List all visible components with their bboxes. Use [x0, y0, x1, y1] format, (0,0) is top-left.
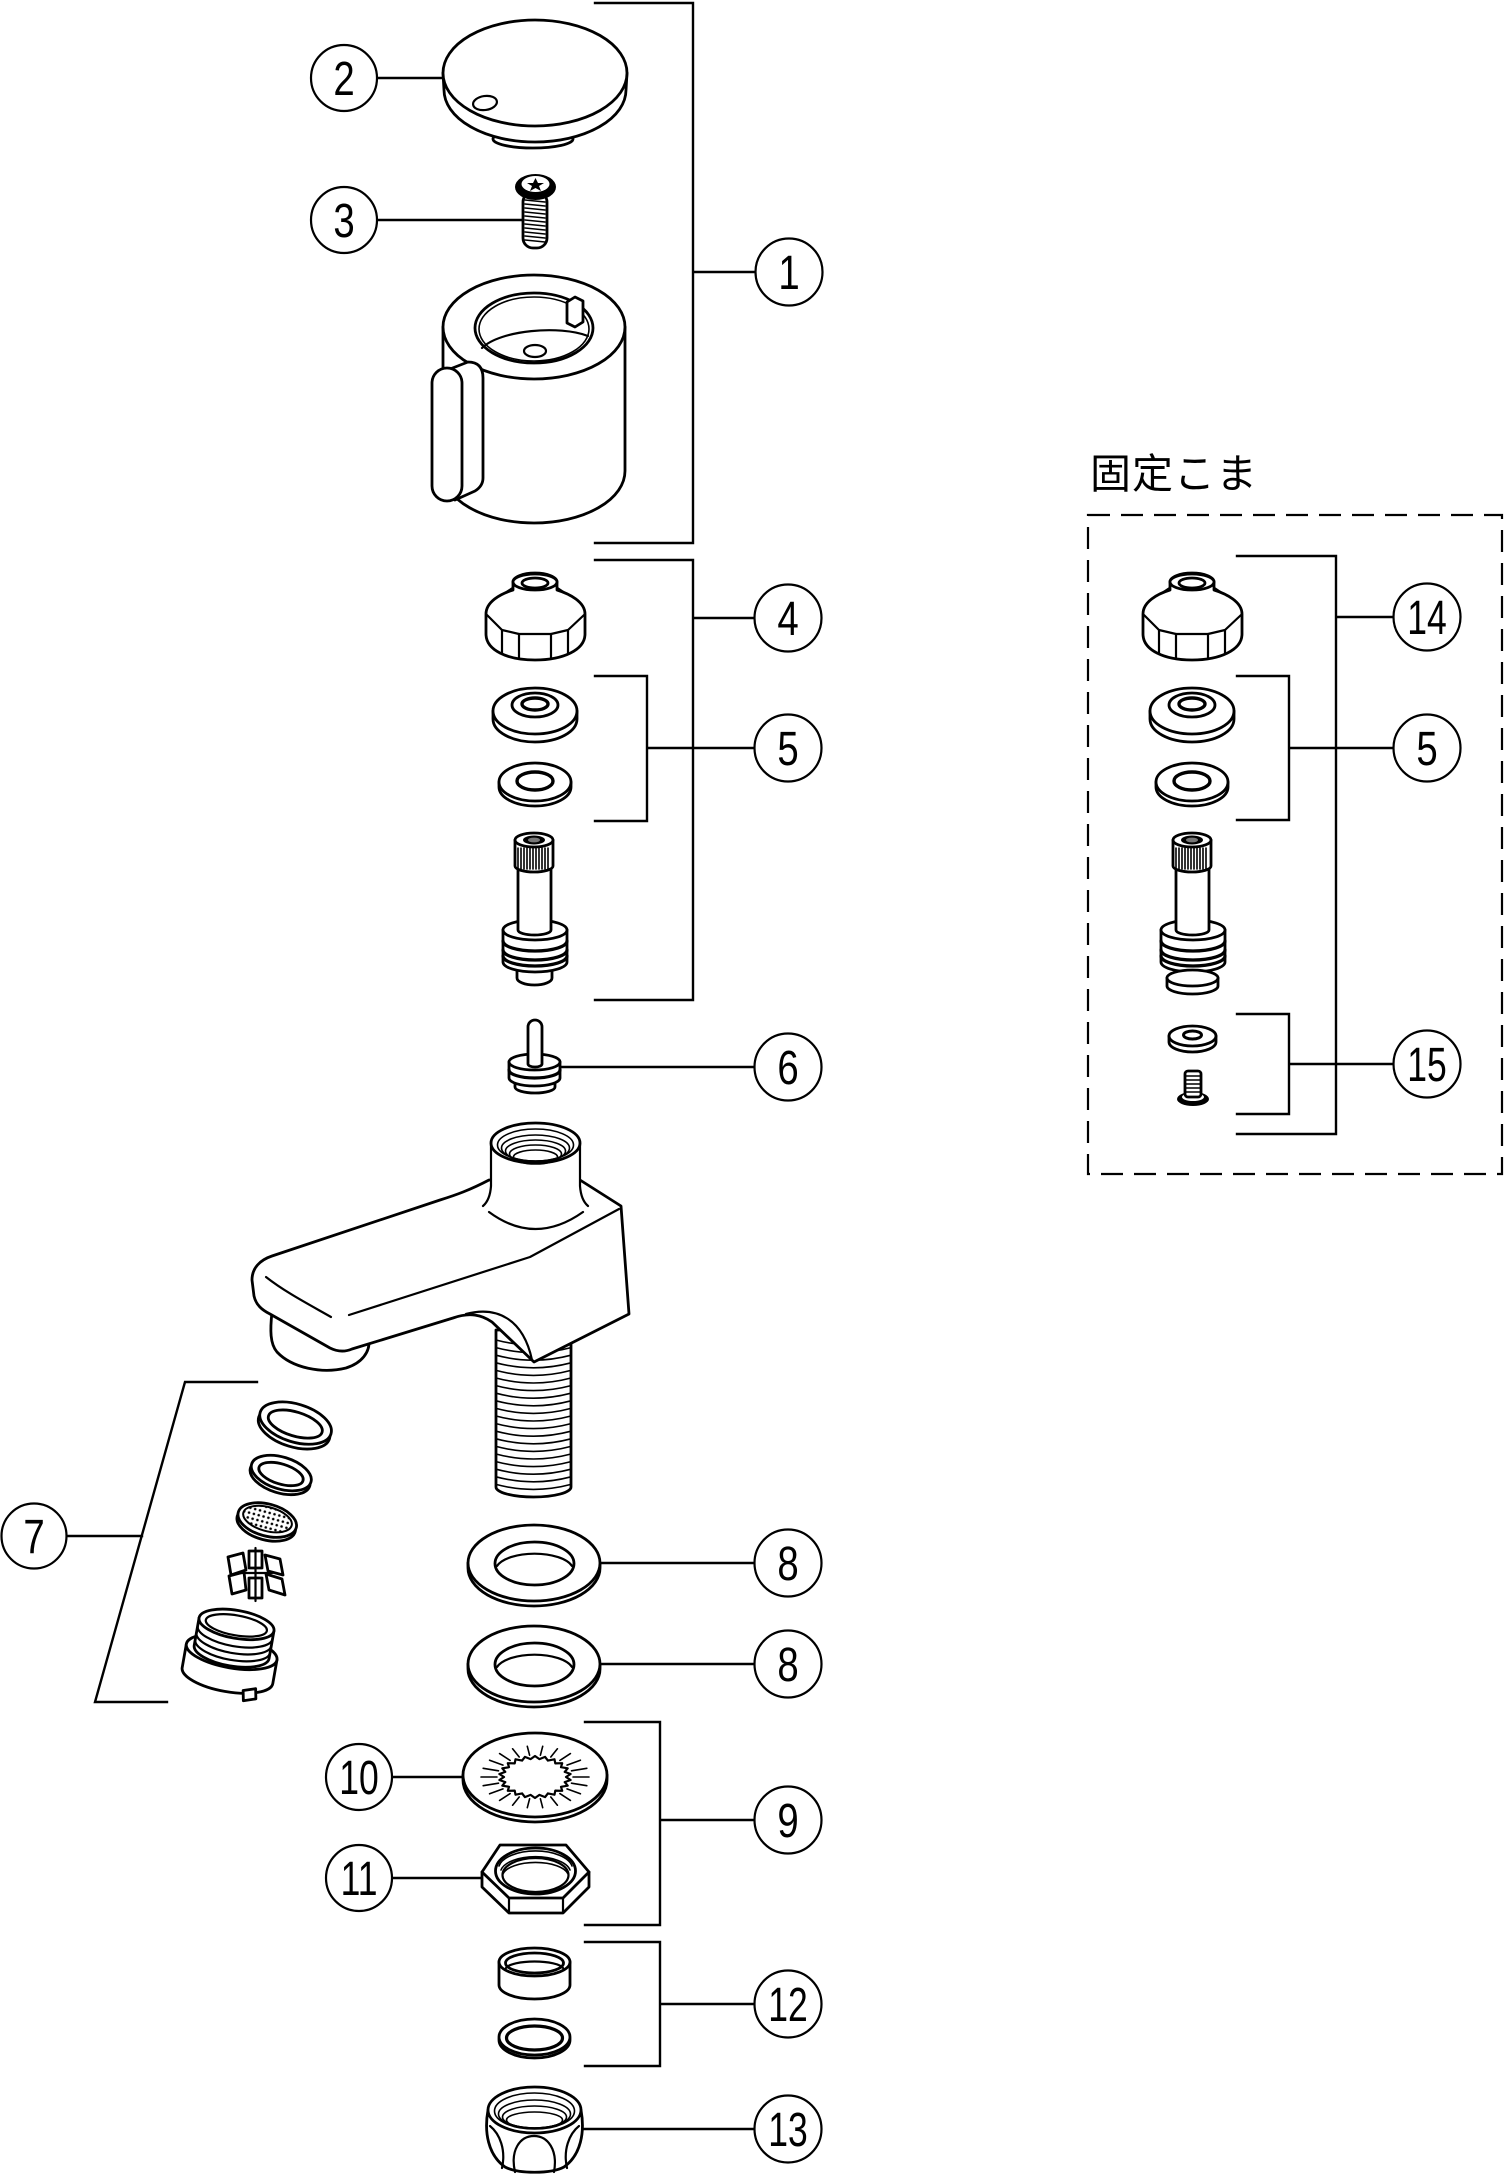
callout-label: 9	[777, 1795, 798, 1848]
aerator-ring-inner	[248, 1453, 313, 1497]
aerator-ring-outer	[256, 1400, 333, 1451]
callout-2: 2	[309, 43, 379, 113]
callout-1: 1	[754, 237, 824, 307]
aerator-screen	[235, 1501, 298, 1543]
part-sleeve	[497, 1946, 572, 2001]
bracket-5	[593, 674, 757, 823]
callout-label: 5	[777, 723, 798, 776]
inset-fixed-valve-headpart	[1086, 513, 1504, 1176]
bracket-5-inset	[1235, 674, 1395, 822]
callout-11: 11	[324, 1843, 394, 1913]
callout-label: 13	[768, 2103, 808, 2156]
callout-label: 4	[777, 593, 798, 646]
callout-14: 14	[1392, 582, 1462, 652]
aerator-cap	[180, 1607, 279, 1703]
callout-label: 14	[1407, 591, 1447, 644]
callout-label: 5	[1416, 723, 1437, 776]
bracket-7	[65, 1380, 259, 1704]
callout-label: 15	[1407, 1038, 1447, 1091]
callout-label: 8	[777, 1639, 798, 1692]
bracket-1	[593, 1, 758, 545]
callout-label: 6	[777, 1042, 798, 1095]
part-lock-nut	[480, 1843, 591, 1915]
inset-dashed-frame	[1086, 513, 1504, 1176]
bracket-9	[583, 1720, 757, 1927]
part-washer-8b	[466, 1624, 602, 1709]
leader-lines-main	[65, 1, 758, 2131]
part-spindle	[501, 831, 569, 987]
part-handle	[430, 273, 627, 525]
callout-label: 12	[768, 1978, 808, 2031]
callout-5: 5	[753, 713, 823, 783]
part-handle-cap	[441, 18, 629, 150]
callout-4: 4	[753, 583, 823, 653]
callout-10: 10	[324, 1742, 394, 1812]
callout-label: 10	[339, 1751, 379, 1804]
part-packing-washers-inset	[1148, 686, 1236, 808]
callout-8b: 8	[753, 1629, 823, 1699]
callout-6: 6	[753, 1032, 823, 1102]
washer-flat	[497, 761, 573, 808]
callout-label: 3	[333, 195, 354, 248]
bracket-14	[1235, 554, 1395, 1136]
callouts-inset: 14 5 15	[1392, 582, 1462, 1099]
callout-7: 7	[0, 1502, 68, 1570]
callout-label: 8	[777, 1538, 798, 1591]
part-headpart-nut	[484, 571, 587, 662]
part-o-ring	[497, 2017, 572, 2060]
part-valve-disc	[507, 1018, 562, 1095]
part-cap-nut	[485, 2085, 584, 2174]
bracket-4	[593, 558, 757, 1002]
washer-seat	[491, 686, 579, 744]
part-faucet-body	[250, 1121, 631, 1499]
part-toothed-lock-washer	[461, 1731, 609, 1824]
aerator-straightener	[226, 1546, 287, 1603]
callout-label: 7	[23, 1511, 44, 1564]
part-fixed-spindle	[1159, 831, 1227, 996]
part-aerator-set	[180, 1400, 333, 1703]
bracket-15	[1235, 1012, 1395, 1116]
callouts-main: 1 2 3 4 5 6 7 8 8 9 10 11 12 13	[0, 43, 824, 2164]
callout-label: 1	[778, 247, 799, 300]
callout-15: 15	[1392, 1029, 1462, 1099]
callout-label: 2	[333, 53, 354, 106]
callout-8a: 8	[753, 1528, 823, 1598]
part-handle-screw	[515, 174, 556, 250]
part-valve-washer	[1167, 1024, 1218, 1054]
callout-9: 9	[753, 1785, 823, 1855]
part-valve-screw	[1177, 1069, 1209, 1106]
part-washer-8a	[466, 1523, 602, 1608]
callout-12: 12	[753, 1969, 823, 2039]
part-packing-washers	[491, 686, 579, 808]
bracket-12	[583, 1940, 757, 2068]
callout-label: 11	[341, 1852, 378, 1905]
part-fixed-headpart-nut	[1141, 571, 1244, 662]
inset-title: 固定こま	[1090, 450, 1258, 498]
callout-5-inset: 5	[1392, 713, 1462, 783]
callout-3: 3	[309, 185, 379, 255]
callout-13: 13	[753, 2094, 823, 2164]
